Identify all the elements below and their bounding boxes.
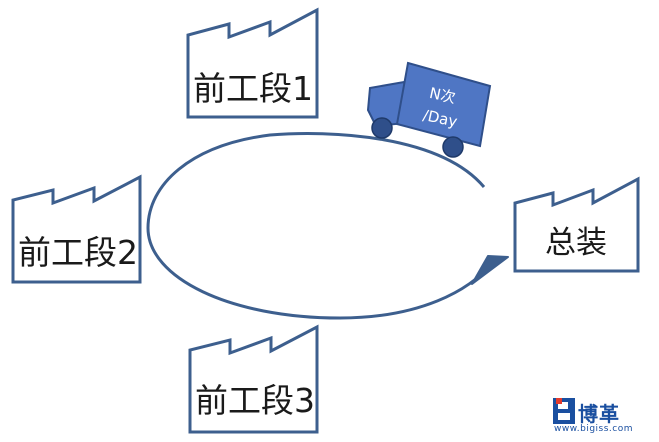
watermark-brand: 博革 bbox=[578, 402, 620, 426]
factory-label-front-stage-3: 前工段3 bbox=[195, 381, 315, 420]
watermark: 博革 www.bigiss.com bbox=[548, 397, 656, 437]
milk-run-loop bbox=[146, 131, 492, 320]
factory-front-stage-2-icon bbox=[11, 174, 142, 284]
factory-label-assembly: 总装 bbox=[545, 225, 607, 261]
bigiss-logo-icon bbox=[553, 398, 575, 424]
factory-assembly-icon bbox=[513, 176, 640, 273]
factory-front-stage-3-icon bbox=[188, 324, 319, 434]
factory-label-front-stage-2: 前工段2 bbox=[18, 233, 138, 272]
watermark-url: www.bigiss.com bbox=[554, 424, 634, 434]
factory-front-stage-1-icon bbox=[186, 7, 319, 119]
loop-arrowhead bbox=[471, 255, 509, 285]
factory-label-front-stage-1: 前工段1 bbox=[193, 69, 313, 108]
truck-icon bbox=[366, 61, 492, 158]
